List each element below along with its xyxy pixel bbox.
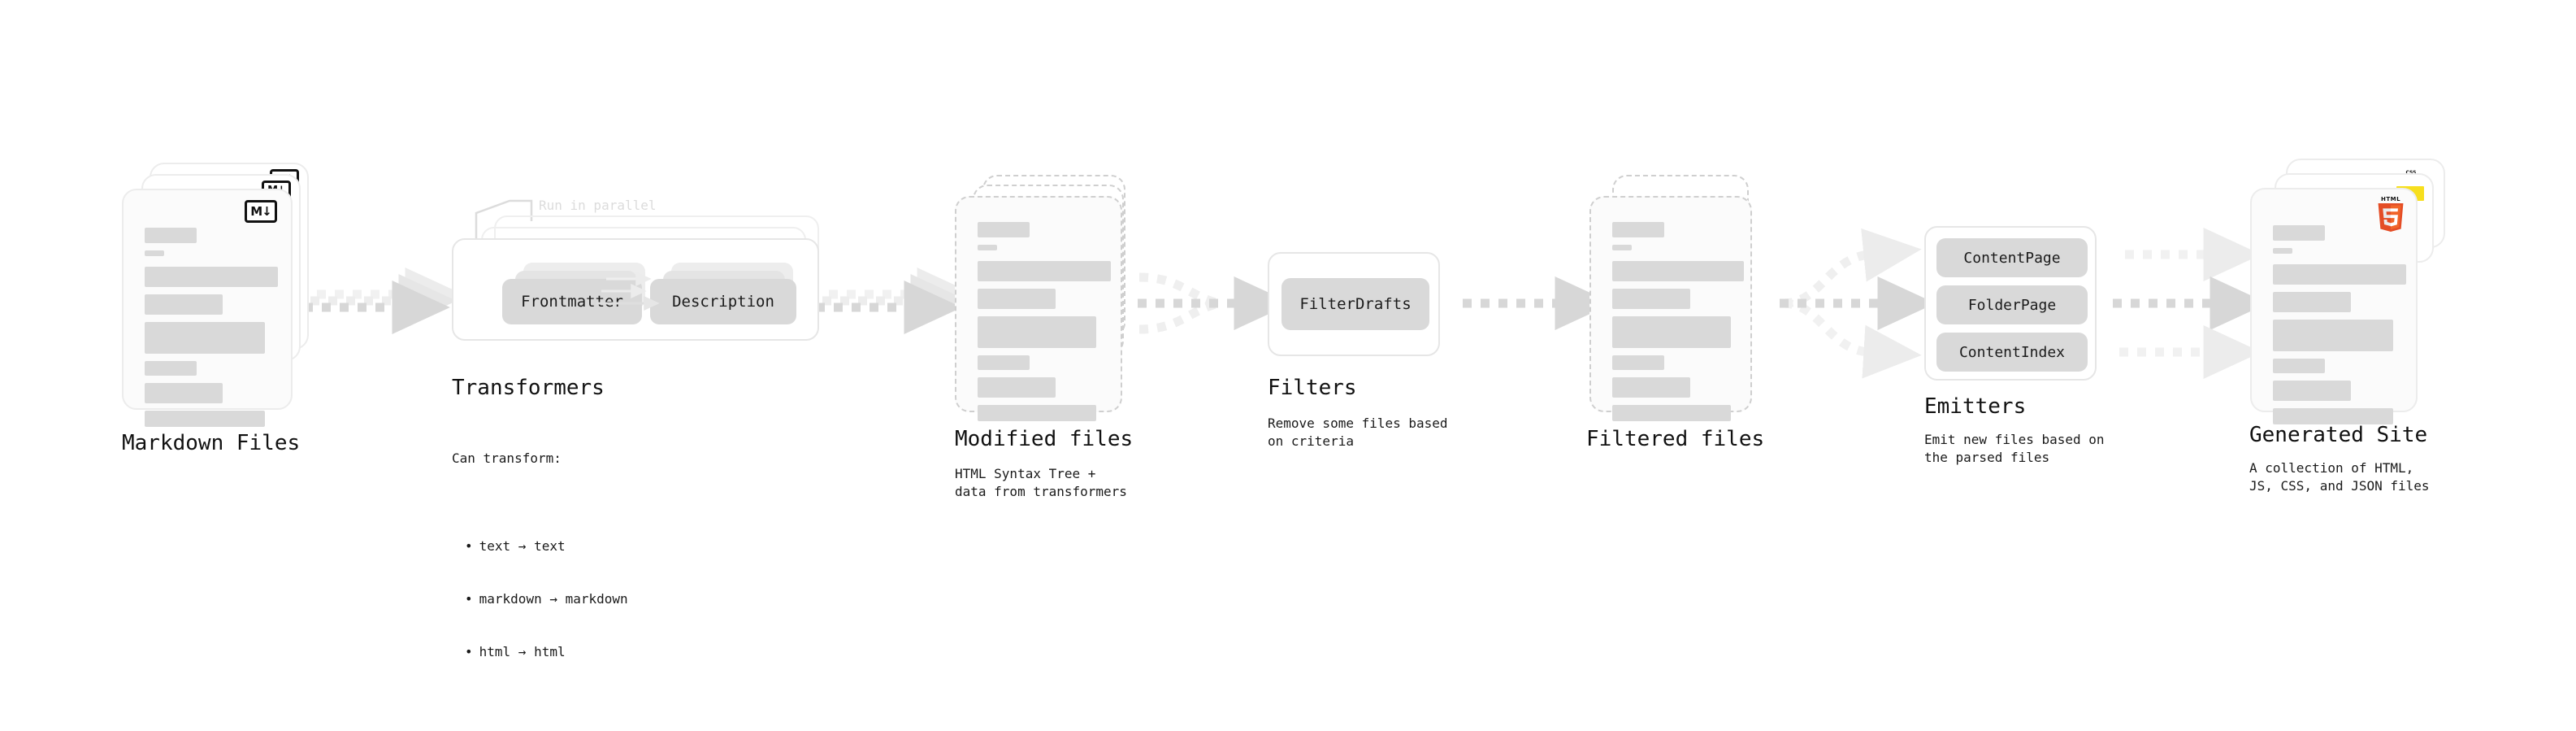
transformer-chip-label: Frontmatter <box>521 293 623 311</box>
content-bar <box>1612 222 1664 237</box>
file-card-front-html[interactable]: HTML <box>2250 188 2418 424</box>
filter-chip-label: FilterDrafts <box>1299 295 1412 313</box>
markdown-icon-label: M↓ <box>250 203 271 219</box>
transformer-chip-description[interactable]: Description <box>650 279 796 324</box>
file-card-front[interactable] <box>955 196 1122 421</box>
content-bar <box>1612 289 1690 309</box>
content-bar <box>145 267 278 287</box>
content-bar <box>978 316 1096 348</box>
stage-title-emitters: Emitters <box>1924 394 2027 419</box>
emitters-node-box[interactable]: ContentPage FolderPage ContentIndex <box>1924 226 2097 381</box>
content-bar <box>2273 408 2393 424</box>
transformers-desc-lead: Can transform: <box>452 450 562 467</box>
transformers-node-stack: Frontmatter Description <box>439 215 829 362</box>
file-card-front[interactable] <box>1589 196 1752 421</box>
content-bar <box>2273 225 2325 241</box>
stage-title-markdown-files: Markdown Files <box>122 431 301 455</box>
content-bar <box>978 377 1056 398</box>
content-bar <box>978 245 997 250</box>
content-bar <box>978 289 1056 309</box>
file-content-bars <box>145 228 278 434</box>
content-bar <box>145 294 223 315</box>
stage-title-modified-files: Modified files <box>955 427 1134 451</box>
content-bar <box>2273 359 2325 373</box>
file-content-bars <box>2273 225 2406 432</box>
content-bar <box>2273 264 2406 285</box>
transformers-bullet: markdown → markdown <box>465 590 628 608</box>
content-bar <box>978 222 1030 237</box>
connector-filtered-to-emitters <box>1780 228 1936 379</box>
content-bar <box>978 355 1030 370</box>
connector-emitters-to-generated <box>2113 228 2268 379</box>
content-bar <box>145 250 164 256</box>
stage-desc-modified-files: HTML Syntax Tree + data from transformer… <box>955 466 1127 499</box>
emitter-chip-contentindex[interactable]: ContentIndex <box>1936 333 2088 372</box>
markdown-icon: M↓ <box>245 200 277 223</box>
content-bar <box>145 361 197 376</box>
content-bar <box>145 228 197 243</box>
stage-desc-generated-site: A collection of HTML, JS, CSS, and JSON … <box>2249 460 2430 494</box>
content-bar <box>145 383 223 403</box>
filters-node-box[interactable]: FilterDrafts <box>1268 252 1440 356</box>
content-bar <box>1612 261 1744 281</box>
run-in-parallel-label: Run in parallel <box>539 198 657 213</box>
html5-icon-label: HTML <box>2380 196 2401 202</box>
content-bar <box>1612 316 1731 348</box>
stage-desc-emitters: Emit new files based on the parsed files <box>1924 432 2105 465</box>
file-card-front[interactable]: M↓ <box>122 189 293 427</box>
content-bar <box>2273 320 2393 351</box>
content-bar <box>2273 248 2292 254</box>
content-bar <box>1612 377 1690 398</box>
transformers-bullet-list: text → text markdown → markdown html → h… <box>452 503 628 696</box>
html5-icon: HTML <box>2375 196 2406 232</box>
transformer-chip-frontmatter[interactable]: Frontmatter <box>502 279 642 324</box>
content-bar <box>145 322 265 354</box>
content-bar <box>1612 405 1731 421</box>
transformers-bullet: html → html <box>465 643 628 661</box>
transformer-chip-label: Description <box>672 293 774 311</box>
filter-chip-filterdrafts[interactable]: FilterDrafts <box>1281 278 1429 330</box>
file-content-bars <box>1612 222 1744 429</box>
css-icon-label: CSS <box>2398 170 2424 176</box>
emitter-chip-folderpage[interactable]: FolderPage <box>1936 285 2088 324</box>
emitter-chip-label: ContentIndex <box>1958 343 2066 361</box>
content-bar <box>2273 381 2351 401</box>
modified-file-stack <box>955 175 1158 435</box>
stage-desc-transformers: Can transform: text → text markdown → ma… <box>452 415 628 731</box>
content-bar <box>1612 355 1664 370</box>
emitter-chip-contentpage[interactable]: ContentPage <box>1936 238 2088 277</box>
content-bar <box>2273 292 2351 312</box>
file-content-bars <box>978 222 1111 429</box>
stage-title-transformers: Transformers <box>452 376 605 400</box>
stage-title-filters: Filters <box>1268 376 1357 400</box>
markdown-file-stack: M↓ M↓ M↓ <box>122 163 325 427</box>
stage-title-filtered-files: Filtered files <box>1586 427 1765 451</box>
stage-desc-filters: Remove some files based on criteria <box>1268 416 1448 449</box>
emitter-chip-label: ContentPage <box>1963 249 2061 267</box>
pipeline-diagram: M↓ M↓ M↓ Markdown Files Run in parallel <box>0 0 2576 681</box>
content-bar <box>978 405 1096 421</box>
filtered-file-stack <box>1585 175 1788 435</box>
transformers-bullet: text → text <box>465 537 628 555</box>
content-bar <box>978 261 1111 281</box>
stage-title-generated-site: Generated Site <box>2249 423 2428 447</box>
content-bar <box>145 411 265 427</box>
generated-site-stack: CSS HTML <box>2239 159 2466 427</box>
connector-transformers-to-modified <box>816 268 975 334</box>
content-bar <box>1612 245 1632 250</box>
emitter-chip-label: FolderPage <box>1967 296 2057 314</box>
html5-shield-icon <box>2378 203 2404 232</box>
